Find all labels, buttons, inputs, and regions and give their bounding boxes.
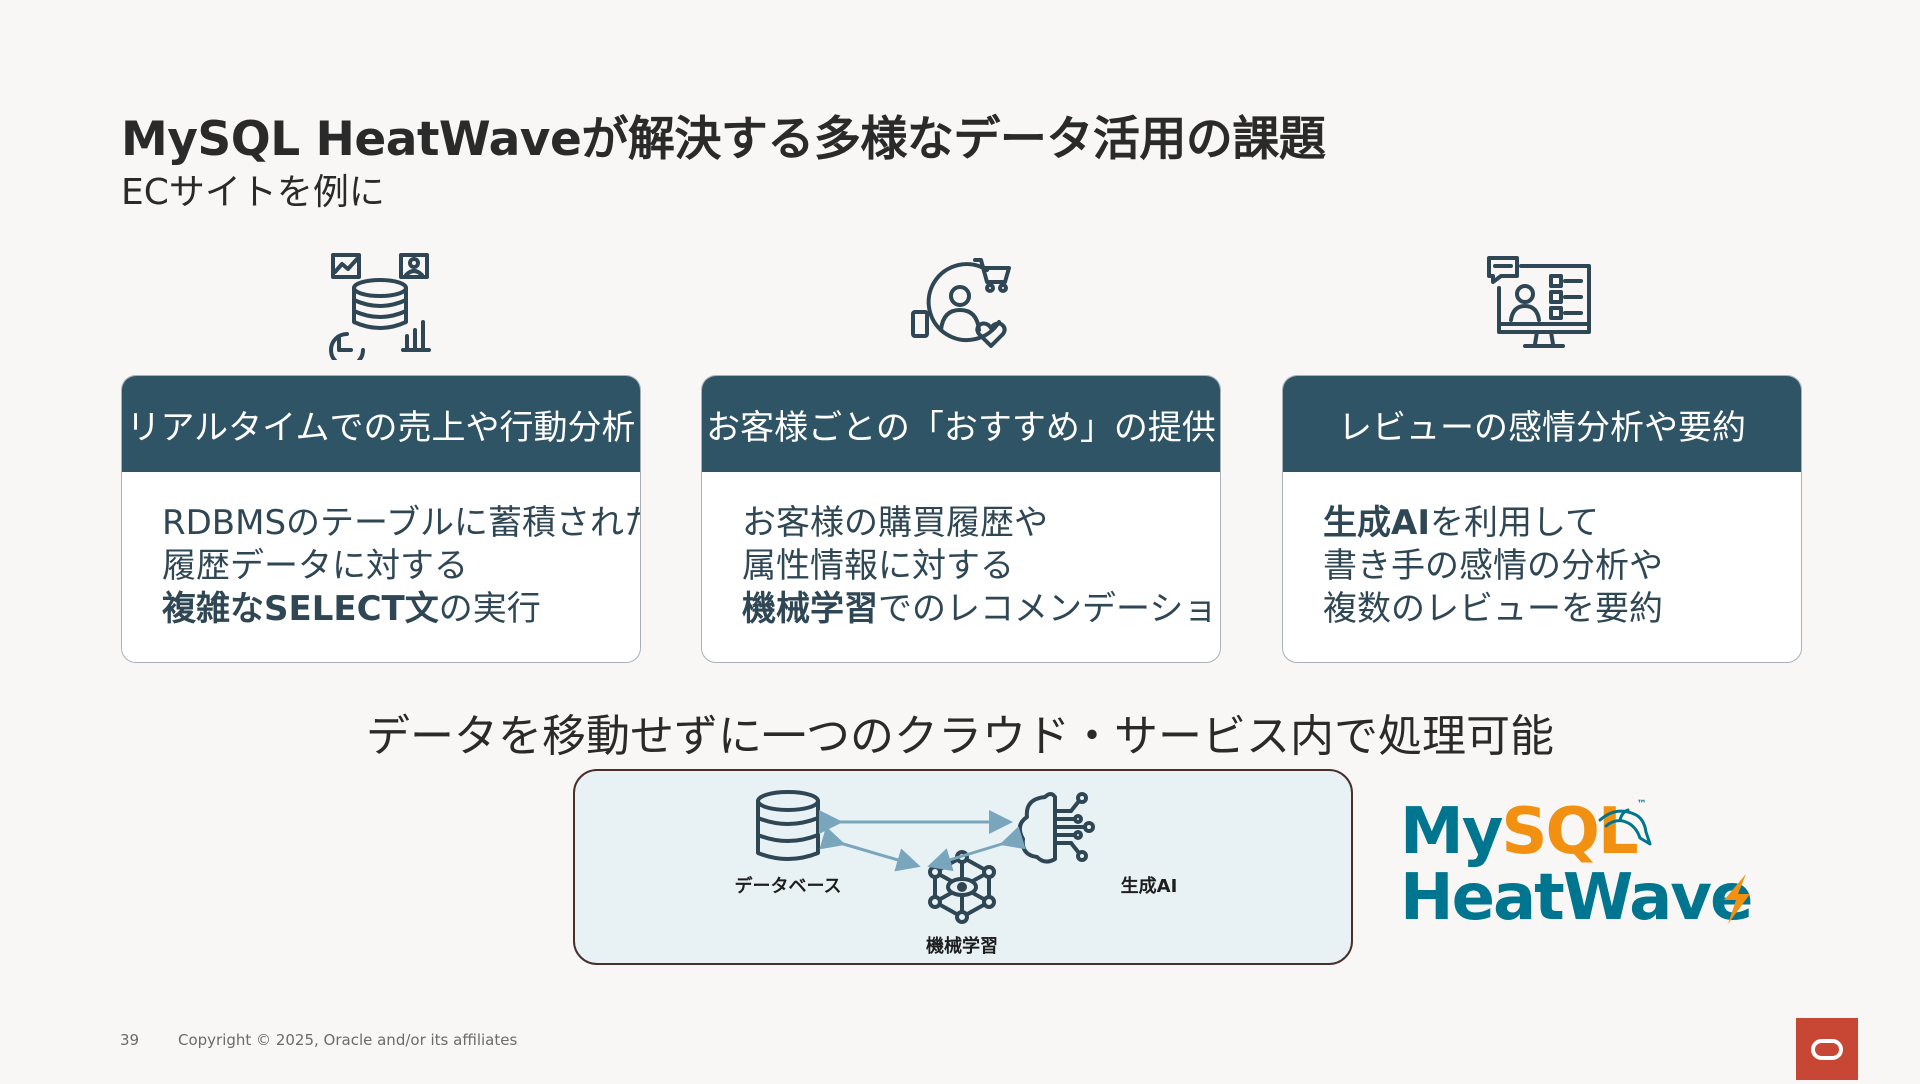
card-body: お客様の購買履歴や 属性情報に対する 機械学習でのレコメンデーション [702, 472, 1220, 631]
logo-tm: ™ [1636, 799, 1647, 810]
review-monitor-icon [1485, 250, 1595, 360]
card-line: 履歴データに対する [162, 546, 468, 586]
card-line: お客様の購買履歴や [742, 503, 1048, 543]
logo-my: My [1400, 795, 1503, 869]
database-icon [756, 790, 820, 861]
card-line: 複雑なSELECT文の実行 [162, 589, 541, 629]
card-heading: レビューの感情分析や要約 [1283, 376, 1801, 472]
card-line: 生成AIを利用して [1323, 503, 1599, 543]
logo-heatwave: HeatWave [1400, 861, 1753, 935]
copyright: Copyright © 2025, Oracle and/or its affi… [178, 1031, 518, 1049]
database-label: データベース [734, 876, 842, 897]
card-body: RDBMSのテーブルに蓄積された 履歴データに対する 複雑なSELECT文の実行 [122, 472, 640, 631]
flame-icon [1724, 874, 1750, 924]
mysql-heatwave-logo: MySQL™ HeatWave [1400, 800, 1760, 940]
card-body: 生成AIを利用して 書き手の感情の分析や 複数のレビューを要約 [1283, 472, 1801, 631]
slide-subtitle: ECサイトを例に [121, 172, 385, 213]
card-review-analysis: レビューの感情分析や要約 生成AIを利用して 書き手の感情の分析や 複数のレビュ… [1282, 375, 1802, 663]
card-realtime-analytics: リアルタイムでの売上や行動分析 RDBMSのテーブルに蓄積された 履歴データに対… [121, 375, 641, 663]
card-line: 属性情報に対する [742, 546, 1014, 586]
genai-label: 生成AI [1120, 876, 1178, 897]
database-analytics-icon [325, 250, 435, 368]
oracle-logo [1796, 1018, 1858, 1080]
oracle-o-icon [1811, 1039, 1843, 1060]
ml-label: 機械学習 [926, 936, 998, 957]
integration-diagram: データベース 生成AI 機械学習 [573, 769, 1353, 965]
card-line: 書き手の感情の分析や [1323, 546, 1663, 586]
connection-arrows [819, 810, 1026, 872]
card-heading: お客様ごとの「おすすめ」の提供 [702, 376, 1220, 472]
card-heading: リアルタイムでの売上や行動分析 [122, 376, 640, 472]
tagline: データを移動せずに一つのクラウド・サービス内で処理可能 [366, 711, 1554, 762]
brain-ai-icon [1017, 792, 1095, 864]
customer-recommendation-icon [905, 250, 1015, 360]
card-recommendation: お客様ごとの「おすすめ」の提供 お客様の購買履歴や 属性情報に対する 機械学習で… [701, 375, 1221, 663]
card-line: 機械学習でのレコメンデーション [742, 589, 1221, 629]
page-number: 39 [120, 1031, 140, 1049]
dolphin-icon [1598, 808, 1652, 846]
card-line: RDBMSのテーブルに蓄積された [162, 503, 641, 543]
slide-title: MySQL HeatWaveが解決する多様なデータ活用の課題 [121, 112, 1326, 167]
card-line: 複数のレビューを要約 [1323, 589, 1663, 629]
